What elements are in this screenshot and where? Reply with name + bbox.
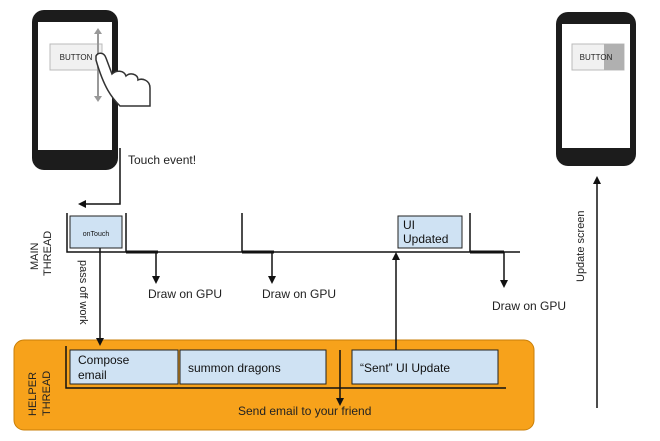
phone-right-screen: [562, 24, 630, 148]
summon-dragons-task: [179, 349, 327, 385]
swipe-down-icon: [94, 96, 102, 102]
draw-gpu-label-3: Draw on GPU: [492, 299, 566, 313]
phone-left: BUTTON: [32, 10, 151, 170]
swipe-up-icon: [94, 28, 102, 34]
pass-off-work-label: pass off work: [77, 260, 89, 325]
phone-left-screen: [38, 22, 112, 150]
draw-gpu-label-1: Draw on GPU: [148, 287, 222, 301]
main-thread-label-line1: MAIN: [29, 242, 41, 270]
phone-left-button-label: BUTTON: [60, 53, 93, 62]
phone-right-button-pressed: [604, 44, 624, 70]
ui-updated-label-line1: UI: [403, 218, 415, 232]
touch-event-label: Touch event!: [128, 153, 196, 167]
compose-email-label-line2: email: [78, 368, 107, 382]
on-touch-label: onTouch: [83, 231, 110, 238]
draw-gpu-label-2: Draw on GPU: [262, 287, 336, 301]
phone-right-button-label: BUTTON: [580, 53, 613, 62]
compose-email-label-line1: Compose: [78, 353, 130, 367]
summon-dragons-label: summon dragons: [188, 361, 281, 375]
helper-thread-label-line2: THREAD: [41, 371, 53, 416]
send-email-label: Send email to your friend: [238, 404, 371, 418]
helper-thread-timeline: [65, 346, 506, 389]
helper-thread-label-line1: HELPER: [27, 372, 39, 416]
update-screen-label: Update screen: [575, 210, 587, 282]
on-touch-task: [69, 215, 123, 249]
phone-right: BUTTON: [556, 12, 636, 166]
sent-ui-update-task: [351, 349, 499, 385]
touch-event-arrow: [78, 196, 121, 208]
ui-updated-task: [397, 215, 463, 249]
main-thread-timeline: [66, 213, 520, 253]
hand-pointer-icon: [95, 52, 151, 107]
main-thread-label-line2: THREAD: [42, 231, 54, 276]
ui-updated-label-line2: Updated: [403, 232, 448, 246]
sent-ui-update-label: “Sent” UI Update: [360, 361, 450, 375]
compose-email-task: [69, 349, 179, 385]
